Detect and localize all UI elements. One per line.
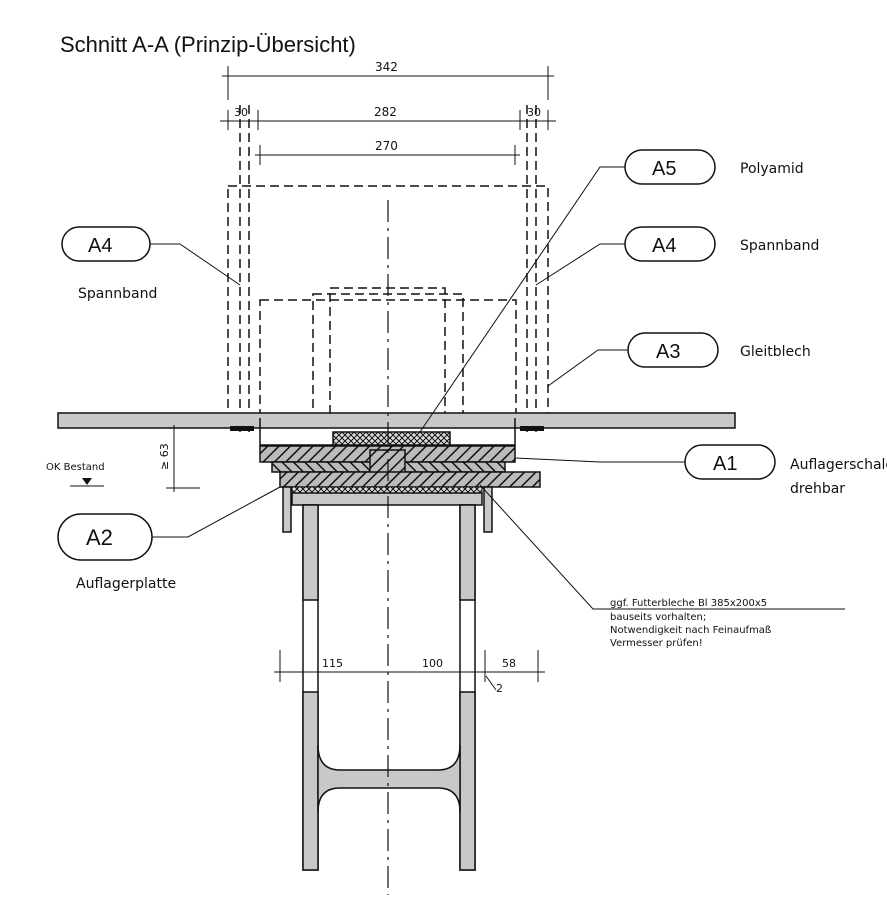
callout-a1: A1 Auflagerschale drehbar xyxy=(514,444,887,497)
svg-text:2: 2 xyxy=(496,682,503,695)
svg-text:58: 58 xyxy=(502,657,516,670)
dimension-bottom: 115 100 58 2 xyxy=(274,650,545,695)
dimension-height: ≥ 63 xyxy=(158,425,200,492)
svg-text:A3: A3 xyxy=(656,341,680,363)
shim-note: ggf. Futterbleche Bl 385x200x5 bauseits … xyxy=(479,484,845,649)
svg-text:115: 115 xyxy=(322,657,343,670)
svg-text:Notwendigkeit nach Feinaufmaß: Notwendigkeit nach Feinaufmaß xyxy=(610,625,771,636)
svg-text:A1: A1 xyxy=(713,453,737,475)
svg-text:Auflagerplatte: Auflagerplatte xyxy=(76,576,176,592)
callout-a2: A2 Auflagerplatte xyxy=(57,486,281,592)
svg-text:342: 342 xyxy=(375,60,398,74)
svg-text:ggf. Futterbleche Bl 385x200x5: ggf. Futterbleche Bl 385x200x5 xyxy=(610,598,767,609)
svg-text:Spannband: Spannband xyxy=(78,286,157,302)
svg-text:282: 282 xyxy=(374,105,397,119)
svg-text:≥ 63: ≥ 63 xyxy=(158,443,171,470)
svg-text:Polyamid: Polyamid xyxy=(740,161,804,177)
outer-beam-outline xyxy=(227,185,549,419)
callout-a3: A3 Gleitblech xyxy=(547,332,811,387)
svg-text:drehbar: drehbar xyxy=(790,481,845,497)
callout-a5: A5 Polyamid xyxy=(419,149,804,433)
bearing-plate xyxy=(279,471,541,488)
svg-text:Gleitblech: Gleitblech xyxy=(740,344,811,360)
dimension-270: 270 xyxy=(255,139,520,165)
svg-text:A4: A4 xyxy=(88,235,112,257)
svg-text:OK Bestand: OK Bestand xyxy=(46,462,105,473)
svg-text:100: 100 xyxy=(422,657,443,670)
inner-beam-outline xyxy=(259,299,517,419)
existing-level-marker: OK Bestand xyxy=(46,462,105,487)
tension-band-right xyxy=(526,105,537,432)
svg-text:bauseits vorhalten;: bauseits vorhalten; xyxy=(610,612,706,623)
svg-text:270: 270 xyxy=(375,139,398,153)
deck-slab xyxy=(57,412,736,429)
callout-a4-right: A4 Spannband xyxy=(535,226,819,286)
svg-text:A4: A4 xyxy=(652,235,676,257)
steel-column xyxy=(302,504,476,871)
tension-band-left xyxy=(239,105,250,432)
dimension-282: 30 282 30 xyxy=(220,105,556,130)
polyamid-layer xyxy=(332,431,451,446)
drawing-title: Schnitt A-A (Prinzip-Übersicht) xyxy=(60,32,356,57)
dimension-342: 342 xyxy=(222,60,554,100)
svg-text:Auflagerschale: Auflagerschale xyxy=(790,457,887,473)
svg-text:Vermesser prüfen!: Vermesser prüfen! xyxy=(610,638,703,649)
svg-text:30: 30 xyxy=(234,106,248,119)
callout-a4-left: A4 Spannband xyxy=(61,226,241,302)
svg-text:A2: A2 xyxy=(86,525,113,550)
svg-text:A5: A5 xyxy=(652,158,676,180)
column-cap-plate xyxy=(291,492,483,506)
svg-text:Spannband: Spannband xyxy=(740,238,819,254)
svg-text:30: 30 xyxy=(527,106,541,119)
